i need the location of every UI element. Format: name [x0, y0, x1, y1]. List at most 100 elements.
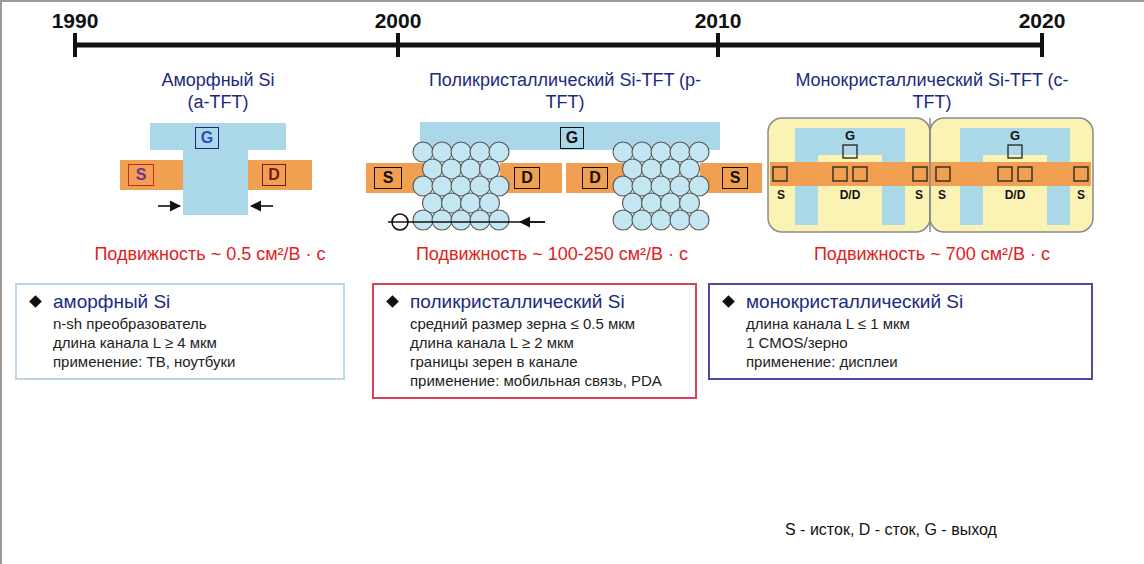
- drawing-part-part: [998, 167, 1012, 181]
- terminal-letter: D/D: [995, 188, 1035, 202]
- a-tft-drawing-part: [120, 160, 183, 190]
- source-box: S: [722, 167, 748, 189]
- grains-part: [670, 210, 690, 230]
- bullet-diamond: [386, 295, 399, 308]
- year-label: 1990: [30, 8, 120, 33]
- drawing-part: [773, 145, 1088, 181]
- panel-line: средний размер зерна ≤ 0.5 мкм: [410, 314, 683, 333]
- drawing-part-part: [1008, 145, 1022, 158]
- grains-part: [432, 210, 452, 230]
- drawing-part-part: [833, 167, 847, 181]
- year-label: 2020: [997, 8, 1087, 33]
- p-tft-drawing-part: [392, 214, 408, 230]
- drain-box: D: [514, 167, 540, 189]
- c-tft-drawing-part: [929, 118, 931, 232]
- info-panel: аморфный Sin-sh преобразовательдлина кан…: [15, 283, 345, 380]
- a-tft-drawing-part: [251, 205, 273, 207]
- panel-line: применение: дисплеи: [746, 352, 1079, 371]
- timeline-part: [396, 33, 400, 57]
- panel-line: 1 CMOS/зерно: [746, 333, 1079, 352]
- terminal-letter: S: [730, 170, 741, 186]
- drain-box: D: [582, 167, 608, 189]
- terminal-letter: D: [521, 170, 533, 186]
- a-tft-drawing-part: [150, 123, 286, 215]
- p-tft-drawing: [366, 122, 762, 230]
- terminal-letter: G: [1005, 128, 1025, 144]
- source-box: S: [128, 164, 154, 186]
- grains-part: [489, 210, 509, 230]
- bullet-diamond: [29, 295, 42, 308]
- terminal-letter: G: [201, 130, 213, 146]
- timeline-part: [1040, 33, 1044, 57]
- terminal-letter: D/D: [830, 188, 870, 202]
- timeline: [75, 33, 1042, 57]
- p-tft-drawing-part: [520, 221, 545, 223]
- panel-heading: монокристаллический Si: [746, 290, 1079, 314]
- drawing-part-part: [853, 167, 867, 181]
- panel-line: применение: ТВ, ноутбуки: [53, 352, 331, 371]
- mobility-value: Подвижность ~ 700 см²/В · с: [767, 244, 1097, 266]
- drawing-part-part: [1018, 167, 1032, 181]
- terminal-letter: D: [589, 170, 601, 186]
- year-label: 2000: [353, 8, 443, 33]
- p-tft-drawing-part: [388, 221, 545, 223]
- timeline-part: [75, 43, 1042, 48]
- section-title: Аморфный Si (a-TFT): [148, 70, 288, 113]
- terminal-letter: S: [771, 188, 791, 202]
- panel-heading: поликристаллический Si: [410, 290, 683, 314]
- a-tft-drawing: [120, 123, 312, 215]
- drawing-part-part: [843, 145, 857, 158]
- panel-line: применение: мобильная связь, PDA: [410, 371, 683, 390]
- panel-line: длина канала L ≤ 1 мкм: [746, 314, 1079, 333]
- grains-part: [470, 210, 490, 230]
- terminal-letter: S: [136, 167, 147, 183]
- drain-box: D: [262, 164, 286, 186]
- drawing-part-part: [1074, 167, 1088, 181]
- terminal-letter: G: [566, 130, 578, 146]
- drawing-part-part: [913, 167, 927, 181]
- terminal-letter: S: [383, 170, 394, 186]
- info-panel: монокристаллический Siдлина канала L ≤ 1…: [708, 283, 1093, 380]
- drawing-part-part: [773, 167, 787, 181]
- gate-box: G: [560, 127, 584, 149]
- grains-part: [689, 210, 709, 230]
- grains-part: [613, 210, 633, 230]
- section-title: Поликристаллический Si-TFT (p-TFT): [425, 70, 705, 113]
- mobility-value: Подвижность ~ 100-250 см²/В · с: [382, 244, 722, 266]
- terminal-letter: G: [840, 128, 860, 144]
- c-tft-drawing: [768, 118, 1093, 232]
- gate-box: G: [195, 127, 219, 149]
- p-tft-drawing-part: [700, 163, 762, 193]
- terminal-letter: D: [268, 167, 280, 183]
- grains-part: [632, 210, 652, 230]
- panel-line: границы зерен в канале: [410, 352, 683, 371]
- section-title: Монокристаллический Si-TFT (c-TFT): [790, 70, 1075, 113]
- legend-note: S - исток, D - сток, G - выход: [785, 520, 997, 539]
- terminal-letter: S: [934, 188, 950, 202]
- panel-line: длина канала L ≥ 2 мкм: [410, 333, 683, 352]
- frame-part: [0, 0, 2, 564]
- source-box: S: [374, 167, 402, 189]
- frame-part: [0, 0, 1144, 2]
- p-tft-drawing-part: [500, 163, 562, 193]
- terminal-letter: S: [1072, 188, 1090, 202]
- grains-part: [413, 210, 433, 230]
- grains-part: [651, 210, 671, 230]
- drawing-part-part: [936, 167, 950, 181]
- mobility-value: Подвижность ~ 0.5 см²/В · с: [40, 244, 380, 266]
- year-label: 2010: [673, 8, 763, 33]
- terminal-letter: S: [911, 188, 927, 202]
- grains-part: [451, 210, 471, 230]
- a-tft-drawing-part: [158, 205, 180, 207]
- grains: [413, 142, 709, 230]
- info-panel: поликристаллический Siсредний размер зер…: [372, 283, 697, 399]
- timeline-part: [716, 33, 720, 57]
- timeline-part: [73, 33, 77, 57]
- bullet-diamond: [722, 295, 735, 308]
- a-tft-drawing-part: [248, 160, 312, 190]
- panel-line: длина канала L ≥ 4 мкм: [53, 333, 331, 352]
- panel-heading: аморфный Si: [53, 290, 331, 314]
- panel-line: n-sh преобразователь: [53, 314, 331, 333]
